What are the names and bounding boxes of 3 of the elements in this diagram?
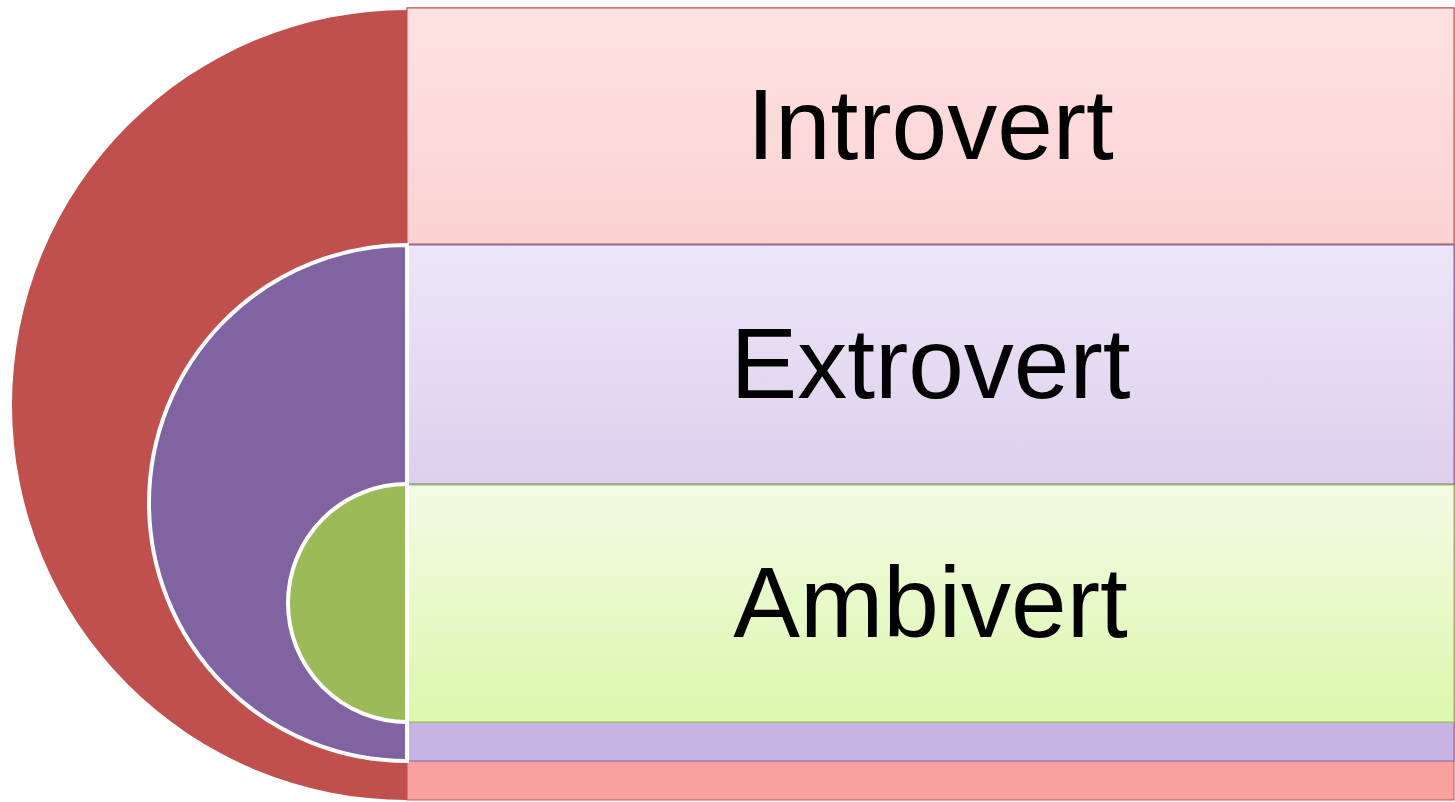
band-label: Introvert — [746, 74, 1115, 174]
band-label: Ambivert — [732, 551, 1129, 652]
band-label: Extrovert — [729, 312, 1132, 413]
